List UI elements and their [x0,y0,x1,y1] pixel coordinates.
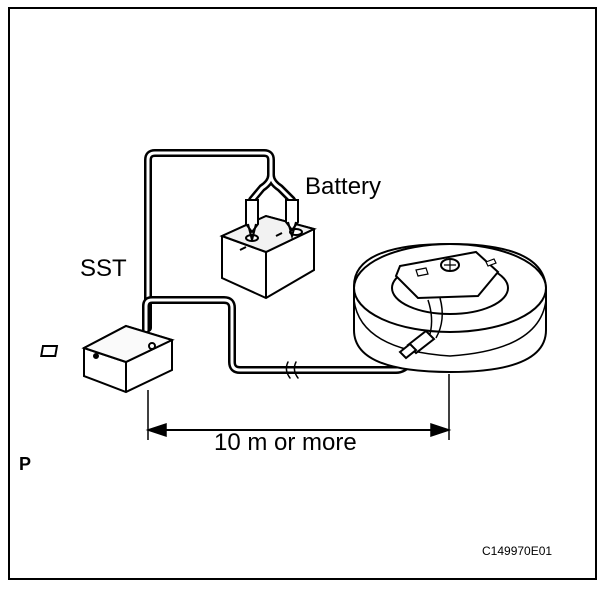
section-marker: P [19,454,32,474]
figure-code: C149970E01 [482,544,553,558]
sst-device [40,324,175,394]
distance-label: 10 m or more [214,429,357,456]
battery-cable [144,149,296,332]
sst-to-airbag-cable [142,296,444,379]
sst-label: SST [80,255,127,282]
distance-indicator [145,374,452,440]
battery-clamp-left [245,199,259,241]
battery [219,214,317,300]
airbag-connector [398,297,443,360]
battery-clamp-right [285,199,299,240]
battery-label: Battery [305,173,382,200]
tire-with-airbag [353,242,547,374]
